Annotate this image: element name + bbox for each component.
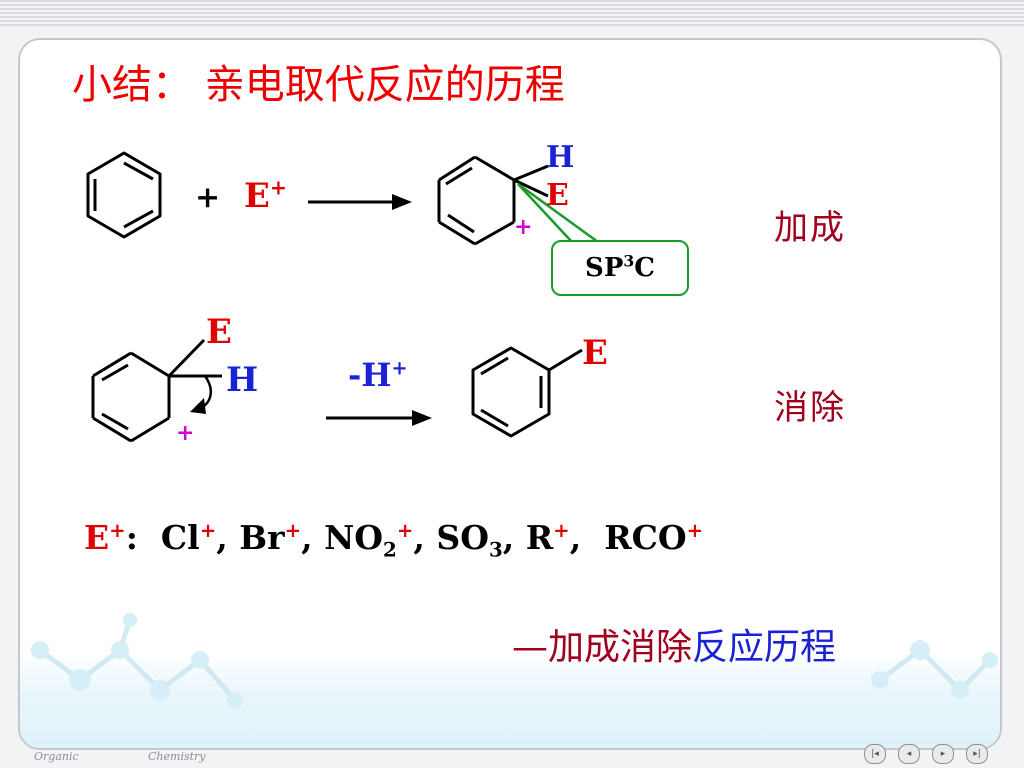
electrophile-label: E [244,176,270,216]
next-slide-button[interactable]: ▸ [932,744,954,764]
previous-slide-icon: ◂ [906,749,912,759]
benzene-product [471,346,583,438]
sigma1-h-label: H [546,140,575,175]
last-slide-icon: ▸| [973,749,981,759]
plus-sign: + [195,180,221,215]
first-slide-icon: |◂ [871,749,879,759]
reaction-arrow-1 [308,194,412,210]
top-stripe [0,0,1024,26]
next-slide-icon: ▸ [940,749,946,759]
last-slide-button[interactable]: ▸| [966,744,988,764]
sigma-complex-1 [437,155,549,246]
reaction-arrow-2 [326,410,432,426]
sigma-complex-2 [91,338,222,443]
sp3-carbon-callout: SP3C [551,240,689,296]
elimination-stage-label: 消除 [774,388,846,428]
sigma2-positive-charge: + [176,420,195,446]
electrophile-list: E+: Cl+, Br+, NO2+, SO3, R+, RCO+ [84,518,704,562]
sigma1-positive-charge: + [514,214,533,240]
electrophile-charge: + [269,175,288,200]
proton-loss-label: -H+ [348,356,408,394]
molecule-watermark [31,613,998,708]
sp3-pointer [517,182,599,244]
mechanism-summary: —加成消除反应历程 [512,627,837,668]
slide-title: 小结： 亲电取代反应的历程 [72,62,565,108]
sigma2-e-label: E [206,312,232,352]
addition-stage-label: 加成 [774,208,846,248]
slide-panel [18,38,1002,750]
electrophile-e-plus: E+ [244,176,287,216]
product-e-label: E [582,333,608,373]
sigma1-e-label: E [546,178,569,213]
first-slide-button[interactable]: |◂ [864,744,886,764]
previous-slide-button[interactable]: ◂ [898,744,920,764]
benzene-reactant [86,151,162,239]
footer-organic: Organic [34,750,79,763]
sigma2-h-label: H [226,360,259,400]
footer-chemistry: Chemistry [148,750,206,763]
background-band [20,653,1000,748]
